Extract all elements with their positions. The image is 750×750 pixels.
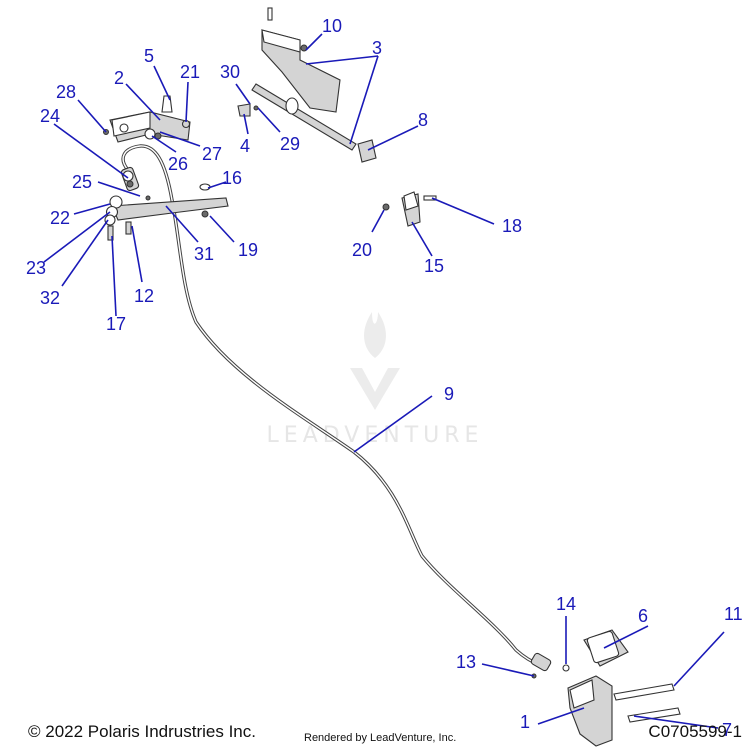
cable-assembly	[120, 144, 552, 672]
callout-22: 22	[50, 208, 70, 228]
spring	[161, 95, 173, 113]
callout-11: 11	[724, 604, 743, 624]
flame-logo-icon	[364, 312, 386, 358]
callout-32: 32	[40, 288, 60, 308]
callout-25: 25	[72, 172, 92, 192]
callout-labels: 1 2 3 4 5 6 7 8 9 10 11 12 13 14 15 16 1…	[26, 16, 743, 740]
clip-8	[357, 139, 377, 163]
pin-18	[423, 195, 437, 201]
callout-15: 15	[424, 256, 444, 276]
bolt-top	[267, 7, 273, 21]
callout-12: 12	[134, 286, 154, 306]
callout-29: 29	[280, 134, 300, 154]
callout-2: 2	[114, 68, 124, 88]
cable-end-fitting	[530, 652, 552, 672]
callout-20: 20	[352, 240, 372, 260]
callout-28: 28	[56, 82, 76, 102]
v-logo-icon	[350, 368, 400, 410]
bolt-11	[613, 683, 675, 701]
callout-8: 8	[418, 110, 428, 130]
leadventure-watermark: LEADVENTURE	[267, 312, 484, 448]
callout-24: 24	[40, 106, 60, 126]
shaft	[251, 83, 357, 151]
callout-23: 23	[26, 258, 46, 278]
callout-19: 19	[238, 240, 258, 260]
callout-3: 3	[372, 38, 382, 58]
watermark-text: LEADVENTURE	[267, 423, 484, 448]
callout-10: 10	[322, 16, 342, 36]
callout-13: 13	[456, 652, 476, 672]
copyright-text: © 2022 Polaris Indrustries Inc.	[28, 722, 256, 741]
callout-4: 4	[240, 136, 250, 156]
clip-4	[237, 103, 251, 117]
lever-arm-assembly	[104, 183, 229, 241]
callout-30: 30	[220, 62, 240, 82]
callout-21: 21	[180, 62, 200, 82]
callout-14: 14	[556, 594, 576, 614]
diagram-code: C0705599-1	[648, 722, 742, 741]
bolt-12	[125, 221, 132, 235]
rendered-by-text: Rendered by LeadVenture, Inc.	[304, 732, 457, 744]
callout-17: 17	[106, 314, 126, 334]
callout-1: 1	[520, 712, 530, 732]
top-bracket-assembly	[237, 7, 377, 163]
callout-16: 16	[222, 168, 242, 188]
callout-27: 27	[202, 144, 222, 164]
callout-9: 9	[444, 384, 454, 404]
callout-5: 5	[144, 46, 154, 66]
callout-18: 18	[502, 216, 522, 236]
bolt-7	[627, 707, 681, 723]
callout-31: 31	[194, 244, 214, 264]
clevis-assembly	[382, 191, 437, 227]
pedal-bracket-assembly	[103, 95, 191, 188]
lower-bracket-assembly	[531, 629, 681, 747]
callout-6: 6	[638, 606, 648, 626]
bolt-17	[107, 225, 114, 241]
callout-7: 7	[722, 720, 732, 740]
leader-lines	[43, 33, 725, 729]
callout-26: 26	[168, 154, 188, 174]
